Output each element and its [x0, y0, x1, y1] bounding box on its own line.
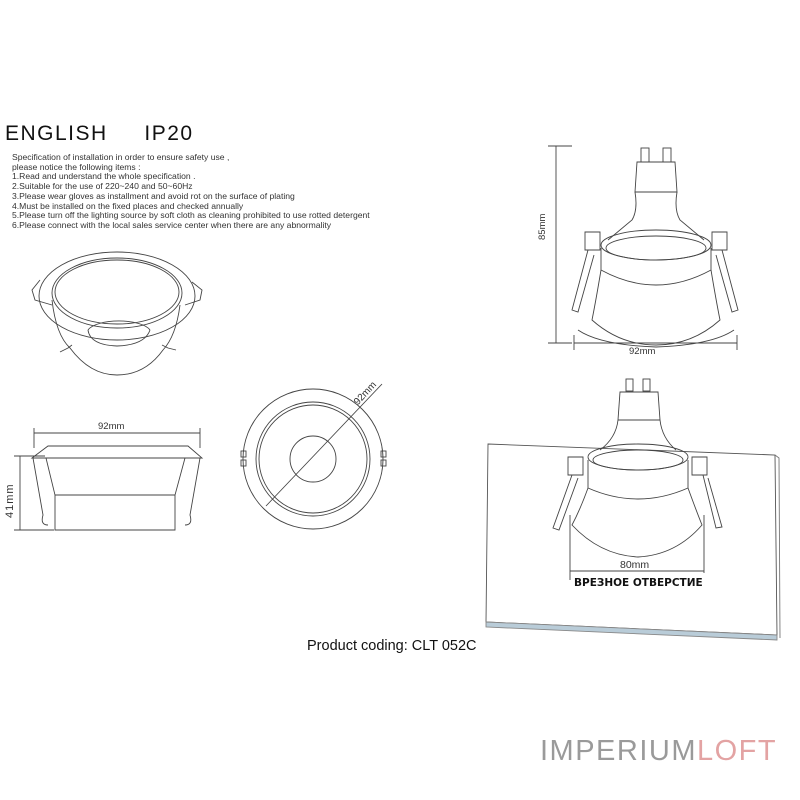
frame-height-label: 41mm: [4, 483, 16, 518]
spec-item: 3.Please wear gloves as installment and …: [12, 190, 295, 201]
brand-name-part2: LOFT: [697, 735, 778, 767]
height-dimension-label: 85mm: [537, 213, 548, 240]
brand-name-part1: IMPERIUM: [540, 735, 697, 767]
width-dimension-label: 92mm: [629, 346, 656, 357]
spec-item: 4.Must be installed on the fixed places …: [12, 200, 244, 211]
spec-item: 2.Suitable for the use of 220~240 and 50…: [12, 181, 193, 192]
spec-item: 6.Please connect with the local sales se…: [12, 219, 332, 230]
brand-logo: IMPERIUMLOFT: [540, 735, 777, 768]
specification-text: Specification of installation in order t…: [12, 152, 370, 231]
language-label: ENGLISH: [5, 122, 108, 145]
ip-rating: IP20: [144, 122, 194, 145]
side-frame-drawing: [14, 428, 204, 531]
side-view-with-lamp-drawing: [548, 145, 739, 350]
frame-width-label: 92mm: [98, 421, 125, 432]
cutout-dimension-label: 80mm: [620, 559, 650, 571]
page-heading: ENGLISH IP20: [5, 122, 194, 146]
cutout-caption: ВРЕЗНОЕ ОТВЕРСТИЕ: [574, 577, 703, 589]
spec-item: 1.Read and understand the whole specific…: [12, 171, 196, 182]
product-coding: Product coding: CLT 052C: [307, 638, 477, 654]
spec-intro-line: Specification of installation in order t…: [12, 152, 230, 162]
spec-intro-line: please notice the following items :: [12, 161, 141, 172]
installation-view-drawing: [485, 378, 781, 641]
perspective-view-drawing: [31, 251, 203, 376]
spec-item: 5.Please turn off the lighting source by…: [12, 210, 370, 221]
top-view-drawing: [240, 383, 387, 530]
